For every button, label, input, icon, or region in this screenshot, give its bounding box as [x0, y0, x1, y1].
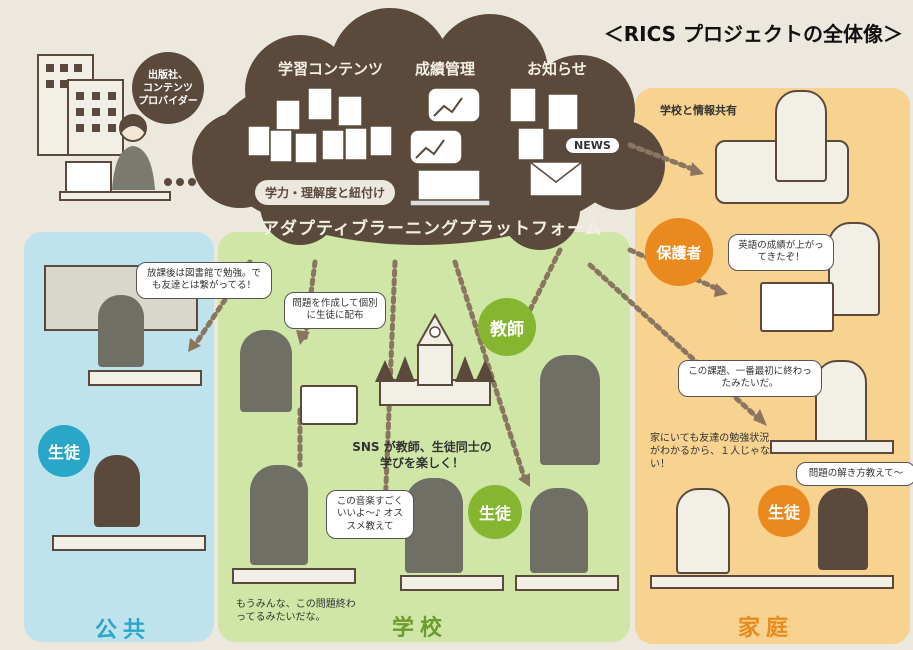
school-desk-right	[515, 575, 619, 591]
public-zone-label: 公共	[95, 618, 152, 643]
home-zone-label: 家庭	[738, 616, 795, 641]
home-student-top-figure	[815, 360, 867, 444]
grades-icons	[409, 87, 491, 207]
home-share-message: 学校と情報共有	[660, 104, 737, 117]
content-section-label: 学習コンテンツ	[278, 60, 384, 78]
cloud-home-student-arrow	[587, 262, 763, 423]
content-icons	[247, 87, 393, 164]
news-icons	[509, 87, 583, 197]
teacher-role: 教師	[478, 298, 536, 356]
first-done-bubble: この課題、一番最初に終わったみたいだ。	[678, 360, 822, 397]
publisher-bubble: 出版社、 コンテンツ プロバイダー	[132, 52, 204, 124]
school-building-icon	[375, 312, 495, 406]
home-desk-top	[770, 440, 894, 454]
guardian-father-figure	[828, 222, 880, 316]
sns-message: SNS が教師、生徒同士の学びを楽しく！	[352, 440, 492, 470]
friends-message: 家にいても友達の勉強状況がわかるから、１人じゃない！	[650, 433, 770, 470]
school-desk-left	[232, 568, 356, 584]
publisher-label-1: 出版社、	[148, 69, 188, 81]
content-link-pill: 学力・理解度と紐付け	[255, 180, 396, 205]
school-student-boy	[250, 465, 308, 565]
home-desk-bottom	[650, 575, 894, 589]
teacher-figure-right	[540, 355, 600, 465]
teacher-problem-bubble: 問題を作成して個別に生徒に配布	[284, 292, 386, 329]
guardian-role: 保護者	[645, 218, 713, 286]
english-message-bubble: 英語の成績が上がってきたぞ！	[728, 234, 834, 271]
teacher-laptop	[300, 385, 358, 425]
news-section-label: お知らせ	[527, 60, 587, 78]
grades-section-label: 成績管理	[415, 60, 476, 78]
guardian-mother-figure	[775, 90, 827, 182]
school-student-girl	[405, 478, 463, 573]
library-student-figure	[98, 295, 144, 367]
publisher-label-3: プロバイダー	[138, 95, 198, 107]
public-student-figure	[94, 455, 140, 527]
student-school-role: 生徒	[468, 485, 522, 539]
publisher-to-cloud-arrow	[164, 174, 226, 190]
home-student-girl-figure	[676, 488, 730, 574]
done-message: もうみんな、この問題終わってるみたいだな。	[236, 599, 356, 623]
publisher-building-icon	[37, 54, 124, 156]
school-student-right	[530, 488, 588, 573]
library-desk	[88, 370, 202, 386]
library-message-bubble: 放課後は図書館で勉強。でも友達とは繋がってる！	[136, 262, 272, 299]
guardian-laptop	[760, 282, 834, 332]
student-home-role: 生徒	[758, 485, 810, 537]
music-message-bubble: この音楽すごくいいよ〜♪ オススメ教えて	[326, 490, 414, 540]
teach-me-bubble: 問題の解き方教えて〜	[796, 462, 913, 487]
school-zone-label: 学校	[392, 616, 449, 641]
platform-title: アダプティブラーニングプラットフォーム	[262, 219, 603, 239]
home-student-boy-figure	[818, 488, 868, 570]
school-desk-center	[400, 575, 504, 591]
publisher-person-illustration	[59, 114, 171, 201]
student-public-role: 生徒	[38, 425, 90, 477]
cloud-parent-arrow	[627, 142, 698, 173]
news-badge: NEWS	[564, 136, 621, 155]
public-desk	[52, 535, 206, 551]
publisher-label-2: コンテンツ	[143, 82, 193, 94]
page-title: ＜RICS プロジェクトの全体像＞	[603, 22, 903, 46]
teacher-figure-left	[240, 330, 292, 412]
